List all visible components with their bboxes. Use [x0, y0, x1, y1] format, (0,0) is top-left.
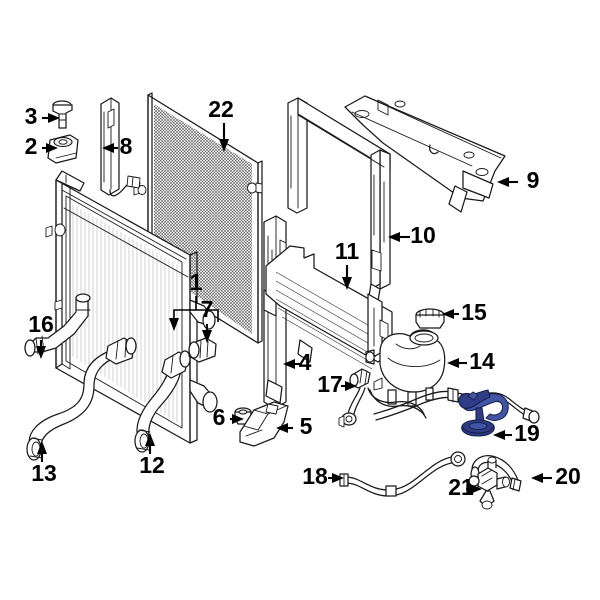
- callout-number-17: 17: [317, 371, 343, 397]
- callout-number-15: 15: [461, 299, 487, 325]
- callout-number-13: 13: [31, 460, 57, 486]
- callout-number-4: 4: [299, 349, 312, 375]
- callout-number-9: 9: [527, 167, 540, 193]
- callout-number-1: 1: [190, 269, 203, 295]
- part-bypass-hose: [24, 293, 91, 357]
- part-air-guide-right: [287, 97, 391, 302]
- part-lower-mount-bracket: [239, 401, 289, 447]
- callout-number-14: 14: [469, 348, 495, 374]
- callout-leader-12: [145, 433, 155, 454]
- callout-number-16: 16: [28, 311, 54, 337]
- callout-number-3: 3: [25, 103, 38, 129]
- callout-number-layer: 1 2 3 4 5 6 7 8 9 10 11 12 13 14 15 16 1…: [25, 96, 581, 500]
- part-upper-crossmember: [344, 95, 506, 213]
- callout-leader-5: [276, 423, 293, 433]
- callout-number-21: 21: [448, 474, 474, 500]
- callout-number-19: 19: [514, 420, 540, 446]
- part-coolant-shutoff-valve: [468, 456, 510, 510]
- callout-leader-22: [219, 123, 229, 152]
- callout-number-11: 11: [335, 238, 360, 264]
- part-radiator-mount-pin: [52, 100, 73, 129]
- callout-leader-11: [342, 265, 352, 290]
- part-charge-air-cooler: [265, 245, 393, 370]
- callout-number-6: 6: [213, 404, 226, 430]
- part-lower-radiator-hose: [134, 350, 191, 453]
- callout-number-12: 12: [139, 452, 165, 478]
- callout-leader-1: [169, 296, 219, 331]
- callout-leader-10: [388, 232, 410, 242]
- part-air-guide-side-panel: [263, 215, 287, 409]
- callout-leader-3: [42, 113, 60, 123]
- callout-leader-8: [102, 143, 118, 153]
- callout-number-2: 2: [25, 133, 38, 159]
- callout-leader-21: [466, 484, 482, 494]
- callout-leader-18: [328, 473, 344, 483]
- callout-leader-13: [37, 441, 47, 462]
- callout-leader-17: [341, 381, 357, 391]
- callout-leader-4: [283, 359, 302, 369]
- callout-leader-9: [497, 177, 518, 187]
- callout-number-20: 20: [555, 463, 581, 489]
- part-coolant-line-upper: [373, 387, 540, 424]
- callout-number-5: 5: [300, 413, 313, 439]
- callout-leader-6: [230, 414, 244, 424]
- callout-leader-14: [447, 358, 467, 368]
- part-drain-plug: [188, 337, 217, 363]
- part-upper-radiator-hose: [26, 337, 137, 461]
- callout-leader-20: [531, 473, 552, 483]
- callout-number-22: 22: [208, 96, 234, 122]
- callout-leader-16: [36, 340, 46, 359]
- callout-leader-7: [202, 324, 212, 343]
- part-coolant-expansion-tank: [365, 329, 446, 407]
- callout-number-18: 18: [302, 463, 328, 489]
- part-coolant-line-connector: [458, 389, 509, 437]
- callout-number-8: 8: [120, 133, 133, 159]
- callout-leader-15: [442, 309, 459, 319]
- callout-leader-2: [42, 143, 58, 153]
- part-coolant-line-lower: [339, 451, 466, 497]
- part-radiator-mount-grommet: [47, 134, 79, 164]
- part-expansion-tank-cap: [415, 308, 445, 329]
- callout-leader-19: [493, 430, 512, 440]
- callout-number-10: 10: [410, 222, 436, 248]
- callout-number-7: 7: [201, 296, 214, 322]
